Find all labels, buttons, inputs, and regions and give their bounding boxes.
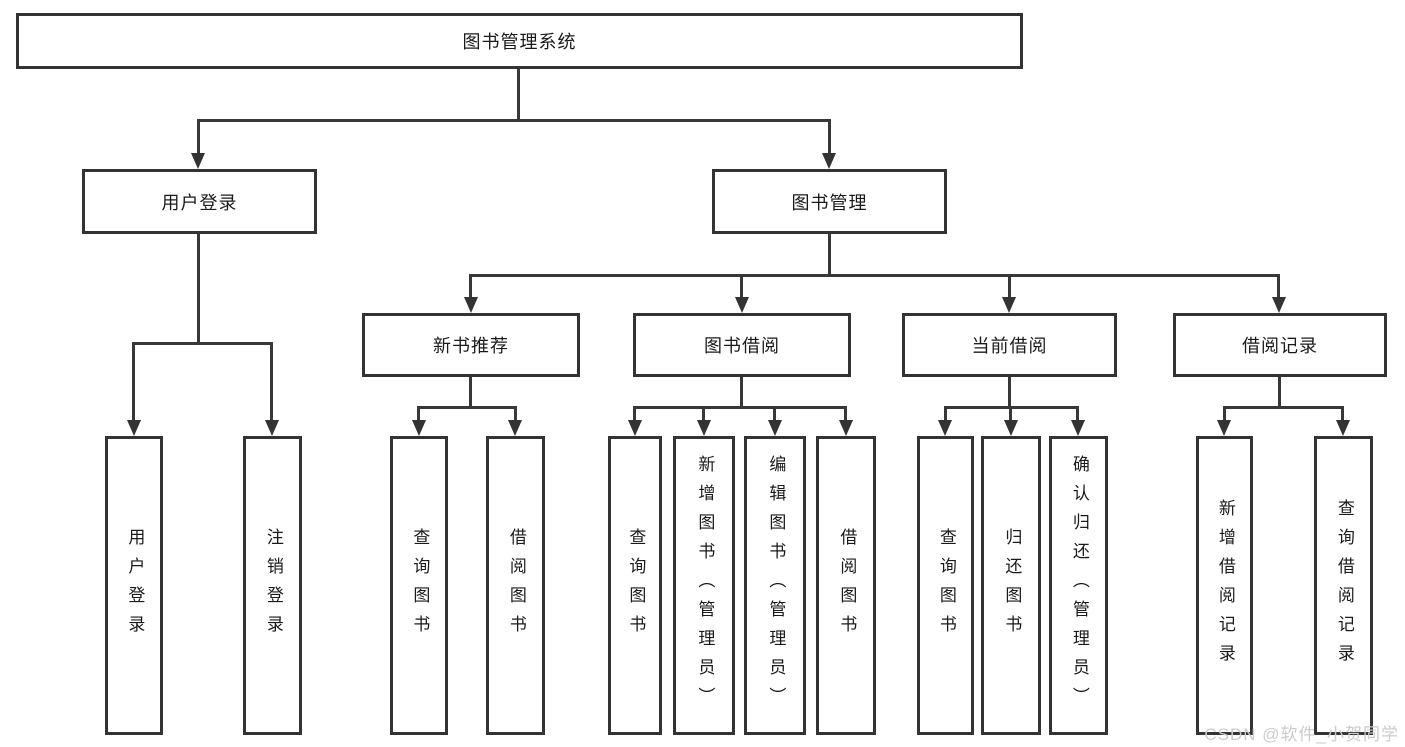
connector-to-bb-query-shaft (633, 406, 636, 422)
arrowhead-to-br-add (1217, 420, 1231, 436)
leaf-cb-confirm-return-admin: 确认归还（管理员） (1049, 436, 1108, 735)
node-label: 借阅记录 (1242, 336, 1318, 356)
leaf-label: 新增图书（管理员） (695, 455, 715, 716)
node-book-borrow: 图书借阅 (633, 313, 851, 377)
leaf-label: 查询图书 (936, 527, 956, 644)
leaf-bb-edit-books-admin: 编辑图书（管理员） (744, 436, 806, 735)
connector-to-br-add-shaft (1223, 406, 1226, 422)
arrowhead-to-cb-return (1004, 420, 1018, 436)
leaf-label: 借阅图书 (506, 527, 526, 644)
connector-to-cb-confirm-shaft (1076, 406, 1079, 422)
arrowhead-to-leaf-logout (265, 420, 279, 436)
connector-to-leaf-user-login-shaft (132, 342, 135, 422)
connector-to-new-book-shaft (469, 274, 472, 300)
leaf-br-add-record: 新增借阅记录 (1196, 436, 1253, 735)
connector-to-br-query-shaft (1341, 406, 1344, 422)
leaf-bb-add-books-admin: 新增图书（管理员） (673, 436, 735, 735)
arrowhead-to-bb-add (697, 420, 711, 436)
connector-user-login-bar (132, 342, 273, 345)
node-label: 新书推荐 (433, 336, 509, 356)
arrowhead-to-user-login (191, 153, 205, 169)
node-label: 图书管理 (791, 192, 868, 213)
leaf-label: 用户登录 (125, 527, 145, 644)
leaf-nb-borrow-books: 借阅图书 (486, 436, 545, 735)
connector-book-management-bar (469, 274, 1280, 277)
leaf-label: 确认归还（管理员） (1069, 455, 1089, 716)
node-user-login: 用户登录 (82, 169, 317, 234)
arrowhead-to-new-book (464, 297, 478, 313)
node-root-library-management-system: 图书管理系统 (16, 13, 1023, 69)
connector-root-bar (197, 119, 831, 122)
node-new-book-recommend: 新书推荐 (362, 313, 580, 377)
node-label: 图书借阅 (704, 336, 780, 356)
leaf-label: 查询借阅记录 (1334, 498, 1354, 673)
leaf-label: 查询图书 (626, 527, 646, 644)
arrowhead-to-leaf-user-login (127, 420, 141, 436)
node-borrow-records: 借阅记录 (1173, 313, 1387, 377)
leaf-user-login: 用户登录 (105, 436, 163, 735)
leaf-logout: 注销登录 (243, 436, 302, 735)
connector-to-user-login-shaft (197, 119, 200, 155)
arrowhead-to-bb-edit (768, 420, 782, 436)
arrowhead-to-borrow-records (1272, 297, 1286, 313)
arrowhead-to-bb-borrow (839, 420, 853, 436)
node-book-management: 图书管理 (712, 169, 947, 234)
connector-current-borrow-stem (1008, 377, 1011, 409)
connector-book-borrow-bar (633, 406, 846, 409)
arrowhead-to-cb-query (938, 420, 952, 436)
arrowhead-to-br-query (1336, 420, 1350, 436)
connector-to-borrow-records-shaft (1277, 274, 1280, 300)
connector-user-login-stem (197, 234, 200, 345)
connector-to-nb-borrow-shaft (514, 406, 517, 422)
connector-to-book-borrow-shaft (740, 274, 743, 300)
leaf-label: 注销登录 (263, 527, 283, 644)
leaf-nb-query-books: 查询图书 (390, 436, 448, 735)
leaf-label: 查询图书 (410, 527, 430, 644)
connector-to-cb-query-shaft (944, 406, 947, 422)
node-label: 图书管理系统 (462, 32, 577, 52)
connector-borrow-records-bar (1223, 406, 1344, 409)
leaf-bb-borrow-books: 借阅图书 (816, 436, 876, 735)
arrowhead-to-bb-query (628, 420, 642, 436)
arrowhead-to-current-borrow (1002, 297, 1016, 313)
leaf-label: 归还图书 (1002, 527, 1022, 644)
leaf-br-query-record: 查询借阅记录 (1314, 436, 1373, 735)
connector-book-management-stem (828, 234, 831, 277)
node-label: 用户登录 (161, 192, 238, 213)
leaf-label: 新增借阅记录 (1215, 498, 1235, 673)
connector-borrow-records-stem (1278, 377, 1281, 409)
leaf-bb-query-books: 查询图书 (608, 436, 662, 735)
connector-root-stem (517, 69, 520, 122)
node-current-borrow: 当前借阅 (902, 313, 1117, 377)
connector-to-bb-borrow-shaft (844, 406, 847, 422)
leaf-label: 借阅图书 (837, 527, 857, 644)
connector-to-current-borrow-shaft (1008, 274, 1011, 300)
connector-to-bb-add-shaft (702, 406, 705, 422)
connector-to-nb-query-shaft (417, 406, 420, 422)
leaf-cb-query-books: 查询图书 (917, 436, 974, 735)
connector-to-bb-edit-shaft (773, 406, 776, 422)
leaf-cb-return-books: 归还图书 (981, 436, 1041, 735)
node-label: 当前借阅 (971, 336, 1048, 356)
arrowhead-to-nb-query (412, 420, 426, 436)
watermark: CSDN @软件_小贺同学 (1204, 725, 1399, 744)
connector-new-book-stem (469, 377, 472, 409)
leaf-label: 编辑图书（管理员） (766, 455, 786, 716)
connector-new-book-bar (417, 406, 517, 409)
connector-book-borrow-stem (740, 377, 743, 409)
arrowhead-to-book-management (822, 153, 836, 169)
connector-to-cb-return-shaft (1009, 406, 1012, 422)
arrowhead-to-cb-confirm (1071, 420, 1085, 436)
connector-to-book-management-shaft (828, 119, 831, 155)
arrowhead-to-nb-borrow (508, 420, 522, 436)
arrowhead-to-book-borrow (735, 297, 749, 313)
connector-to-leaf-logout-shaft (270, 342, 273, 422)
